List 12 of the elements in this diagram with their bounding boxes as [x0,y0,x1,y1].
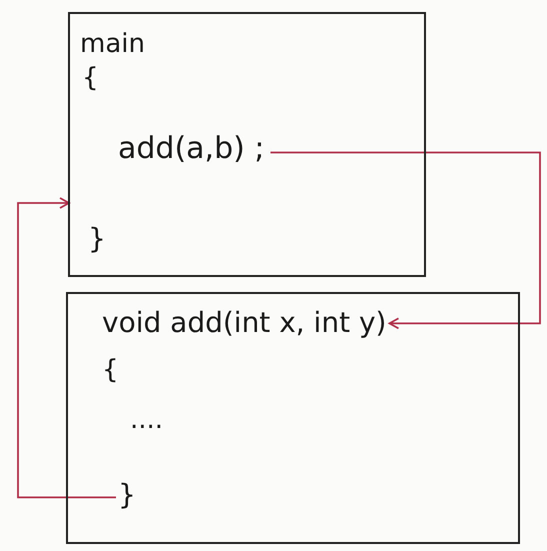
code-text: } [118,480,136,511]
code-text: void add(int x, int y) [102,308,386,339]
arrow [270,152,541,330]
code-text: } [88,224,106,255]
code-text: main [80,30,145,59]
code-box [68,12,426,277]
arrow [17,197,116,498]
code-text: { [102,356,119,385]
code-text: add(a,b) ; [118,132,264,165]
code-text: .... [130,406,164,435]
code-box [66,292,520,544]
code-text: { [82,64,99,93]
